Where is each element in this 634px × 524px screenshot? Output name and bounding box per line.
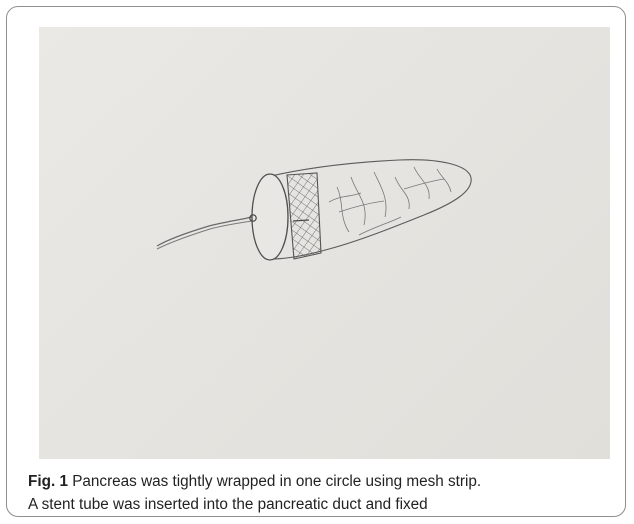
mesh-strip — [287, 173, 321, 259]
caption-line-1: Pancreas was tightly wrapped in one circ… — [72, 473, 481, 490]
figure-label: Fig. 1 — [28, 473, 68, 490]
figure-caption: Fig. 1 Pancreas was tightly wrapped in o… — [28, 470, 628, 516]
figure-image — [39, 27, 610, 459]
surface-texture — [329, 167, 451, 235]
pancreas-cut-end — [252, 174, 288, 260]
pancreas-sketch — [39, 27, 610, 459]
stent-tube — [157, 217, 252, 246]
caption-line-2: A stent tube was inserted into the pancr… — [28, 496, 428, 513]
figure-frame: Fig. 1 Pancreas was tightly wrapped in o… — [6, 6, 626, 517]
